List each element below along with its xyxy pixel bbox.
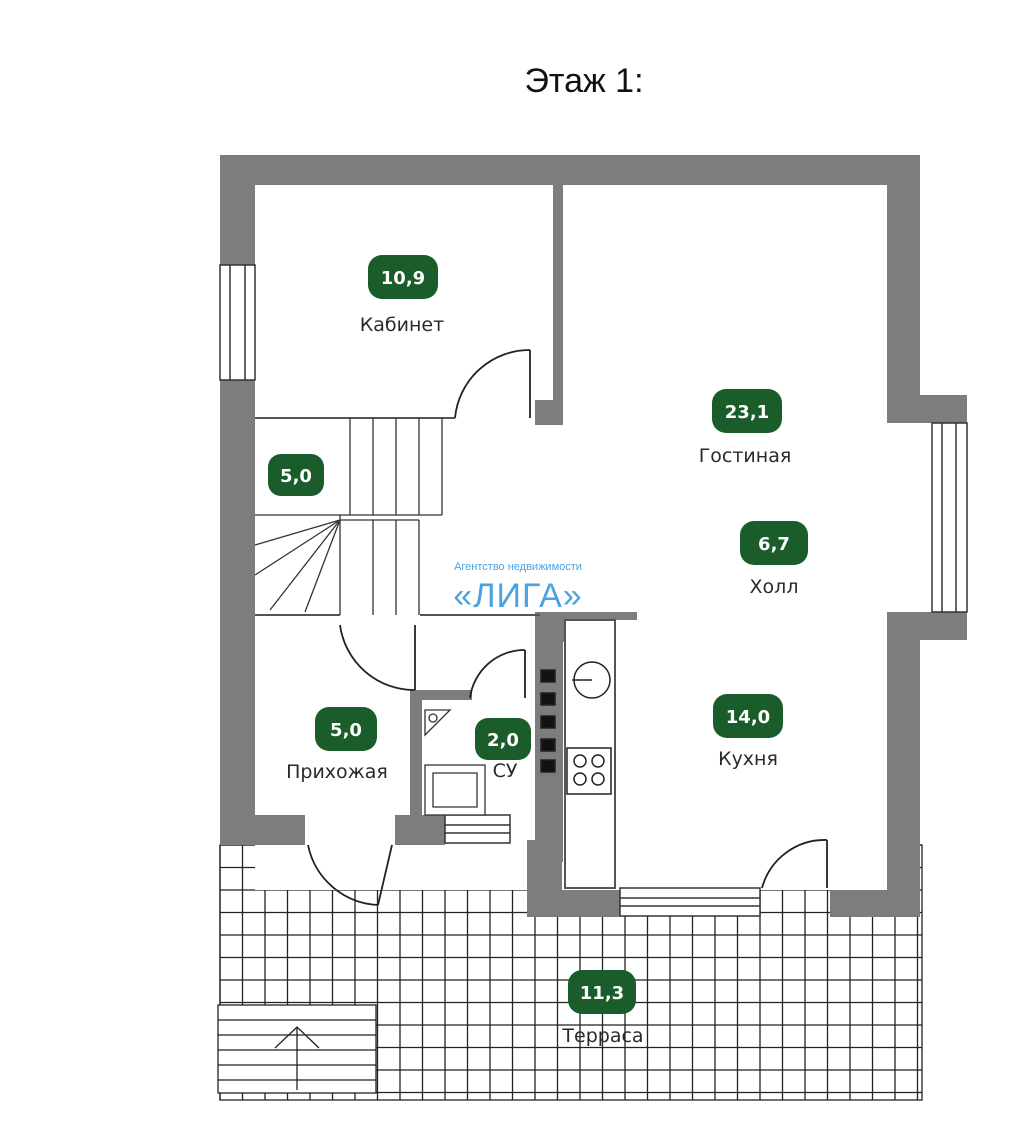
floor-title: Этаж 1: (524, 62, 644, 100)
room-name: СУ (493, 760, 518, 782)
room-prihozhaya: 5,0 Прихожая (286, 707, 388, 783)
kitchen-fixtures (540, 661, 612, 795)
room-area: 23,1 (725, 402, 769, 423)
doors (307, 349, 828, 906)
room-area: 2,0 (487, 730, 519, 751)
room-name: Гостиная (699, 445, 792, 467)
window-left (219, 264, 256, 381)
room-gostinaya: 23,1 Гостиная (699, 389, 792, 467)
room-holl: 6,7 Холл (740, 521, 808, 598)
staircase (254, 418, 443, 615)
room-area: 10,9 (381, 268, 425, 289)
room-area: 5,0 (280, 466, 312, 487)
room-name: Холл (750, 576, 799, 598)
room-kuhnya: 14,0 Кухня (713, 694, 783, 770)
room-area: 11,3 (580, 983, 624, 1004)
watermark-subtitle: Агентство недвижимости (454, 561, 582, 573)
room-name: Кухня (718, 748, 778, 770)
room-name: Кабинет (360, 314, 444, 336)
window-kitchen (619, 887, 761, 917)
room-area: 14,0 (726, 707, 770, 728)
walls (220, 155, 967, 917)
room-name: Терраса (561, 1025, 643, 1047)
room-terrasa: 11,3 Терраса (561, 970, 644, 1047)
su-fixtures (424, 709, 486, 816)
window-right (931, 422, 968, 613)
room-area: 5,0 (330, 720, 362, 741)
terrace-steps (217, 1004, 377, 1094)
room-kabinet: 10,9 Кабинет (360, 255, 444, 336)
thin-partitions (255, 417, 616, 889)
room-area: 6,7 (758, 534, 790, 555)
window-su (444, 814, 511, 844)
room-stairs: 5,0 (268, 454, 324, 496)
watermark-logo: «ЛИГА» (453, 577, 582, 615)
room-name: Прихожая (286, 761, 388, 783)
room-su: 2,0 СУ (475, 718, 531, 782)
